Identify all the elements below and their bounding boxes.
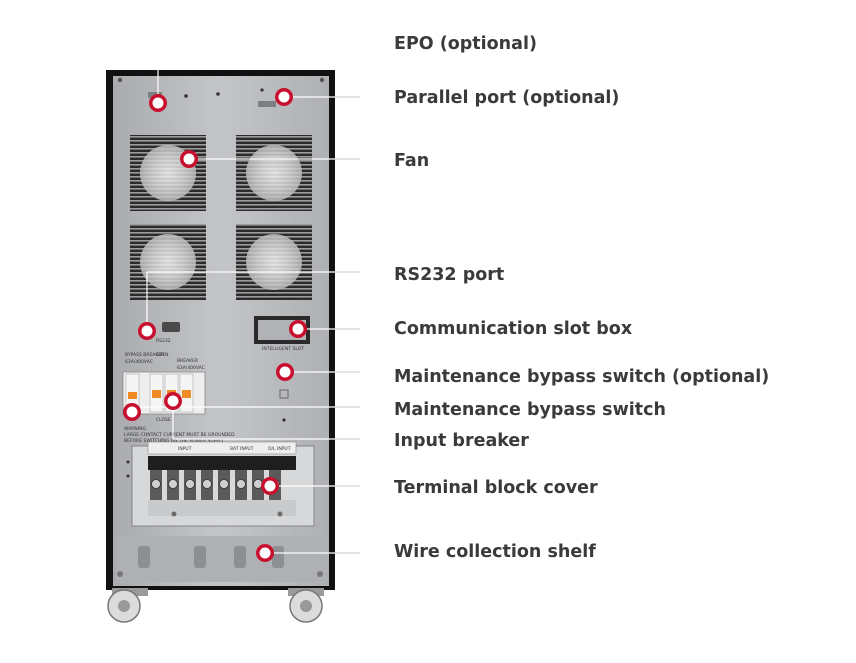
terminal-screw	[236, 479, 246, 489]
bypass-breaker-text: BYPASS BREAKER	[125, 352, 164, 358]
maint-opt-marker-center	[279, 366, 291, 378]
breaker-rating-text: 63A/400VAC	[177, 365, 205, 371]
terminal-screw	[185, 479, 195, 489]
callout-label-fan: Fan	[394, 151, 430, 171]
open-text: OPEN	[156, 352, 168, 358]
terminal-screw	[219, 479, 229, 489]
callout-label-wire: Wire collection shelf	[394, 542, 596, 562]
rs232-text: RS232	[156, 338, 171, 344]
epo-marker-center	[152, 97, 164, 109]
bypass-rating-text: 63A/400VAC	[125, 359, 153, 365]
warning-line-1: LARGE CONTACT CURRENT MUST BE GROUNDED	[124, 432, 235, 438]
fan-grill-top-left	[130, 135, 206, 211]
terminal-bat-text: BAT INPUT	[230, 446, 254, 452]
terminal-block: INPUT BAT INPUT O/L INPUT	[126, 441, 315, 527]
parallel-port	[258, 88, 276, 107]
comm-marker-center	[292, 323, 304, 335]
callout-label-parallel: Parallel port (optional)	[394, 88, 620, 108]
fan-grill-top-right	[236, 135, 312, 211]
leader-lines	[131, 70, 360, 554]
intelligent-slot-text: INTELLIGENT SLOT	[262, 346, 304, 352]
rs232-port: RS232	[156, 322, 180, 344]
fan-grill-bottom-left	[130, 224, 206, 300]
terminal-screw	[151, 479, 161, 489]
breaker-text: BREAKER	[177, 358, 198, 364]
wire-marker-center	[259, 547, 271, 559]
rs232-marker-center	[141, 325, 153, 337]
caster-wheel-left	[107, 588, 148, 623]
callout-label-epo: EPO (optional)	[394, 34, 537, 54]
wire-collection-shelf	[116, 536, 326, 582]
callout-label-rs232: RS232 port	[394, 265, 505, 285]
terminal-screw	[202, 479, 212, 489]
caster-wheel-right	[288, 588, 324, 623]
callout-markers	[123, 88, 307, 562]
callout-label-maint-opt: Maintenance bypass switch (optional)	[394, 367, 770, 387]
maint-marker-center	[126, 406, 138, 418]
terminal-screw	[168, 479, 178, 489]
callout-label-input: Input breaker	[394, 431, 529, 451]
close-text: CLOSE	[156, 417, 171, 423]
input-marker-center	[167, 395, 179, 407]
callout-label-terminal: Terminal block cover	[394, 478, 598, 498]
fan-grill-bottom-right	[236, 224, 312, 300]
warning-line-2: BEFORE SWITCHING ON THE POWER SUPPLY	[124, 438, 224, 444]
breaker-section: BYPASS BREAKER 63A/400VAC OPEN BREAKER 6…	[122, 352, 286, 444]
parallel-marker-center	[278, 91, 290, 103]
terminal-out-text: O/L INPUT	[268, 446, 291, 452]
warning-text: WARNING	[124, 426, 146, 432]
callout-label-comm: Communication slot box	[394, 319, 633, 339]
fan-marker-center	[183, 153, 195, 165]
terminal-marker-center	[264, 480, 276, 492]
terminal-input-text: INPUT	[178, 446, 192, 452]
callout-label-maint: Maintenance bypass switch	[394, 400, 666, 420]
